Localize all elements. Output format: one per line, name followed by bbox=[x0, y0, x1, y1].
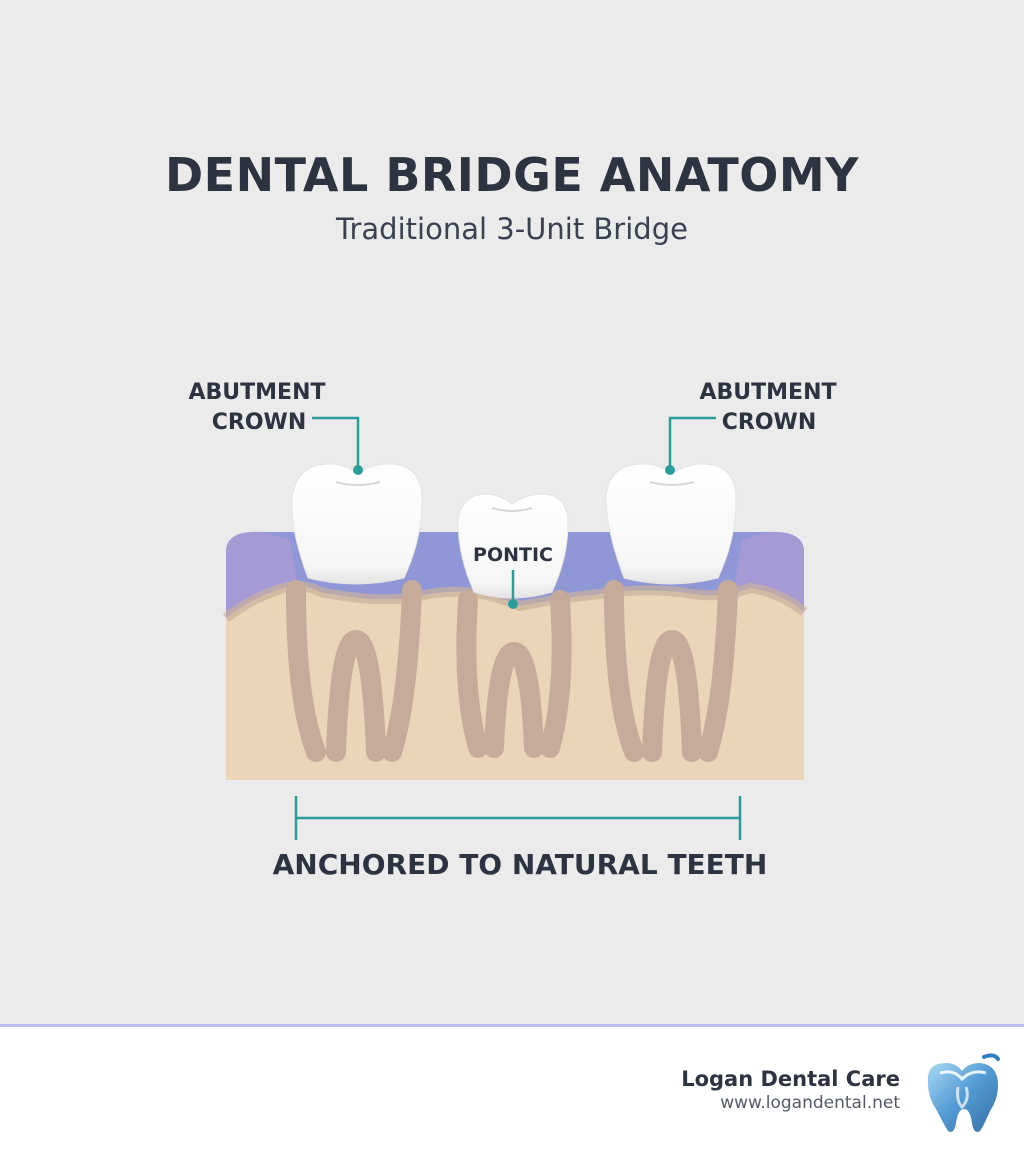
root-pontic-area bbox=[456, 590, 572, 758]
footer: Logan Dental Care www.logandental.net bbox=[0, 1027, 1024, 1154]
brand-name: Logan Dental Care bbox=[681, 1067, 900, 1091]
label-right-abutment-line2: CROWN bbox=[722, 410, 816, 435]
pontic-tooth bbox=[457, 493, 569, 599]
crown-groove-left bbox=[335, 481, 381, 486]
leader-left-abutment bbox=[312, 416, 360, 470]
label-pontic: PONTIC bbox=[473, 544, 553, 566]
label-right-abutment-line1: ABUTMENT bbox=[699, 380, 836, 405]
abutment-crown-left bbox=[291, 463, 423, 585]
footer-divider bbox=[0, 1024, 1024, 1027]
tooth-logo-icon bbox=[927, 1053, 1000, 1132]
abutment-crown-right bbox=[605, 463, 737, 585]
crown-groove-pontic bbox=[491, 507, 533, 512]
crown-groove-right bbox=[649, 481, 695, 486]
leader-dot-pontic bbox=[508, 599, 518, 609]
span-bracket bbox=[294, 796, 742, 840]
root-left-abutment bbox=[286, 580, 422, 762]
label-left-abutment-line2: CROWN bbox=[212, 410, 306, 435]
page-title: DENTAL BRIDGE ANATOMY bbox=[164, 148, 859, 202]
page-subtitle: Traditional 3-Unit Bridge bbox=[336, 212, 688, 246]
label-left-abutment-line1: ABUTMENT bbox=[188, 380, 325, 405]
leader-dot-left bbox=[353, 465, 363, 475]
bridge-illustration: ABUTMENT CROWN ABUTMENT CROWN PONTIC ANC… bbox=[188, 380, 836, 881]
diagram-canvas: DENTAL BRIDGE ANATOMY Traditional 3-Unit… bbox=[164, 148, 859, 881]
leader-dot-right bbox=[665, 465, 675, 475]
root-right-abutment bbox=[604, 580, 738, 762]
leader-right-abutment bbox=[668, 416, 716, 470]
label-span: ANCHORED TO NATURAL TEETH bbox=[273, 848, 768, 881]
brand-url[interactable]: www.logandental.net bbox=[720, 1093, 900, 1113]
